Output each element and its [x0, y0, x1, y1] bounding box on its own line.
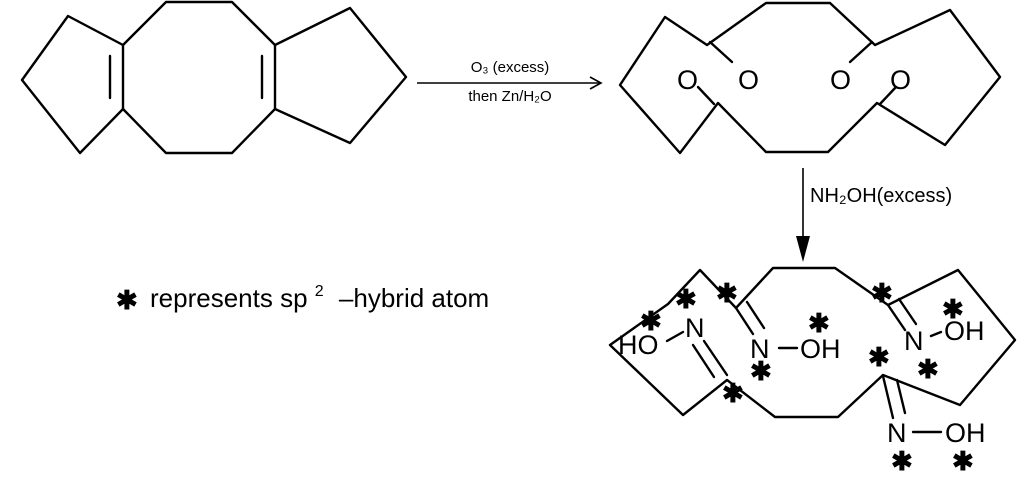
oxime-nitrogen-1: N [685, 313, 705, 343]
sp2-marker: ✱ [716, 278, 738, 308]
sp2-marker: ✱ [871, 278, 893, 308]
oxime-cn-bond-1 [702, 339, 729, 377]
ozone-reagent: O₃ (excess) [471, 59, 550, 76]
oxime-no-bond-3 [929, 330, 943, 338]
ketone-oxygen-4: O [890, 65, 911, 95]
legend-text-after: –hybrid atom [339, 283, 489, 313]
right-cyclopentene-ring [273, 6, 408, 145]
oxime-no-bond-1 [665, 330, 685, 343]
legend-text-before: represents sp [150, 283, 308, 313]
oxime-nitrogen-3: N [904, 326, 924, 356]
oximation-arrow [796, 168, 810, 262]
sp2-marker: ✱ [640, 306, 662, 336]
sp2-marker: ✱ [675, 284, 697, 314]
tetraoxime [608, 266, 1017, 434]
ketone-oxygen-3: O [677, 65, 698, 95]
sp2-marker: ✱ [808, 308, 830, 338]
hydroxylamine-reagent: NH₂OH(excess) [810, 185, 952, 207]
central-eight-ring-bottom [121, 107, 277, 155]
oxime-hydroxyl-1: HO [618, 330, 659, 360]
left-cyclopentene-ring [20, 14, 125, 155]
starting-diene [20, 0, 408, 155]
oxime-nitrogen-2: N [750, 334, 770, 364]
carbonyl-bond-2 [848, 40, 874, 64]
sp2-marker: ✱ [868, 342, 890, 372]
oxime-cn-bond-1-inner [691, 343, 716, 379]
tetraketone-ring [618, 1, 1002, 155]
sp2-marker: ✱ [891, 446, 913, 476]
oxime-cn-bond-3-inner [897, 297, 918, 326]
ketone-oxygen-2: O [830, 65, 851, 95]
tetraoxime-ring [608, 266, 1017, 419]
oxime-hydroxyl-4: OH [945, 418, 986, 448]
oxime-cn-bond-2 [734, 306, 755, 336]
zinc-water-reagent: then Zn/H₂O [468, 88, 551, 105]
sp2-marker: ✱ [952, 446, 974, 476]
oxime-hydroxyl-3: OH [944, 316, 985, 346]
ketone-oxygen-1: O [738, 65, 759, 95]
oxime-cn-bond-3 [886, 303, 907, 332]
oxime-nitrogen-4: N [887, 418, 907, 448]
sp2-markers: ✱ ✱ ✱ ✱ ✱ ✱ ✱ ✱ ✱ ✱ ✱ ✱ [640, 278, 974, 476]
ozonolysis-arrow [417, 76, 603, 90]
sp2-marker: ✱ [942, 294, 964, 324]
carbonyl-bond-1 [708, 40, 734, 64]
sp2-marker: ✱ [722, 378, 744, 408]
sp2-marker: ✱ [917, 354, 939, 384]
sp2-legend: ✱ represents sp 2 –hybrid atom [116, 272, 489, 315]
oxime-cn-bond-4-inner [895, 378, 907, 415]
carbonyl-bond-3 [696, 85, 716, 106]
tetraketone [618, 1, 1002, 155]
sp2-marker: ✱ [750, 356, 772, 386]
legend-text: represents sp 2 –hybrid atom [150, 272, 489, 313]
oxime-hydroxyl-2: OH [800, 334, 841, 364]
oxime-cn-bond-4 [881, 374, 895, 420]
carbonyl-bond-4 [878, 85, 898, 106]
legend-star-icon: ✱ [116, 285, 138, 315]
legend-superscript: 2 [315, 283, 324, 300]
central-eight-ring-top [121, 0, 277, 47]
oxime-cn-bond-2-inner [745, 300, 766, 330]
